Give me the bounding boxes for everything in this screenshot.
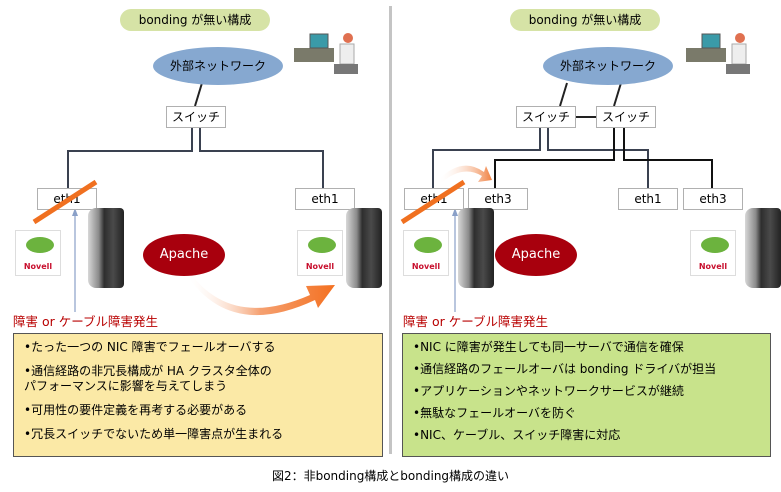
failure-slash-icon — [32, 179, 98, 225]
left-network-link — [194, 82, 203, 107]
novell-logo: Novell — [403, 230, 449, 276]
nic-failover-arrow — [438, 165, 492, 184]
apache-service: Apache — [495, 234, 577, 276]
left-link-standby — [199, 127, 324, 188]
left-title: bonding が無い構成 — [120, 9, 270, 31]
drawback-item: •冗長スイッチでないため単一障害点が生まれる — [24, 427, 284, 441]
drawback-item: •可用性の要件定義を再考する必要がある — [24, 403, 248, 417]
right-link-eth1-a — [432, 127, 541, 188]
right-fault-arrowhead — [452, 208, 458, 216]
left-drawbacks-panel: •たった一つの NIC 障害でフェールオーバする •通信経路の非冗長構成が HA… — [13, 333, 383, 457]
failover-arrow — [186, 270, 335, 316]
right-link-eth3-a — [494, 127, 615, 188]
benefit-item: •無駄なフェールオーバを防ぐ — [413, 406, 576, 420]
figure-caption: 図2：非bonding構成とbonding構成の違い — [271, 469, 510, 483]
right-nic-eth3: eth3 — [468, 188, 528, 210]
left-switch: スイッチ — [166, 106, 226, 128]
benefit-item: •アプリケーションやネットワークサービスが継続 — [413, 384, 684, 398]
right-link-eth1-b — [547, 127, 649, 188]
server-primary — [458, 208, 494, 288]
novell-logo: Novell — [15, 230, 61, 276]
operator-icon — [294, 33, 358, 74]
benefit-item: •NIC、ケーブル、スイッチ障害に対応 — [413, 428, 621, 442]
apache-service: Apache — [143, 234, 225, 276]
left-fault-label: 障害 or ケーブル障害発生 — [13, 314, 158, 329]
right-fault-label: 障害 or ケーブル障害発生 — [403, 314, 548, 329]
failure-slash-icon — [400, 179, 466, 225]
right-network-link-b — [613, 82, 622, 107]
right-switch-b: スイッチ — [596, 106, 656, 128]
left-fault-arrowhead — [72, 208, 78, 216]
right-benefits-panel: •NIC に障害が発生しても同一サーバで通信を確保 •通信経路のフェールオーバは… — [402, 333, 771, 457]
right-nic-eth3-peer: eth3 — [683, 188, 743, 210]
drawback-item: •たった一つの NIC 障害でフェールオーバする — [24, 340, 276, 354]
server-primary — [88, 208, 124, 288]
right-network-link-a — [559, 82, 568, 107]
right-external-network: 外部ネットワーク — [543, 47, 673, 85]
right-title: bonding が無い構成 — [510, 9, 660, 31]
left-external-network: 外部ネットワーク — [153, 47, 283, 85]
panel-divider — [389, 6, 392, 454]
novell-logo: Novell — [297, 230, 343, 276]
right-switch-a: スイッチ — [516, 106, 576, 128]
benefit-item: •NIC に障害が発生しても同一サーバで通信を確保 — [413, 340, 684, 354]
server-secondary — [745, 208, 781, 288]
operator-icon — [686, 33, 750, 74]
right-nic-eth1-peer: eth1 — [618, 188, 678, 210]
right-link-eth3-b — [623, 127, 713, 188]
left-link-active — [67, 127, 193, 188]
server-secondary — [346, 208, 382, 288]
benefit-item: •通信経路のフェールオーバは bonding ドライバが担当 — [413, 362, 717, 376]
left-nic-eth1-standby: eth1 — [295, 188, 355, 210]
drawback-item: •通信経路の非冗長構成が HA クラスタ全体の パフォーマンスに影響を与えてしま… — [24, 364, 272, 393]
novell-logo: Novell — [690, 230, 736, 276]
